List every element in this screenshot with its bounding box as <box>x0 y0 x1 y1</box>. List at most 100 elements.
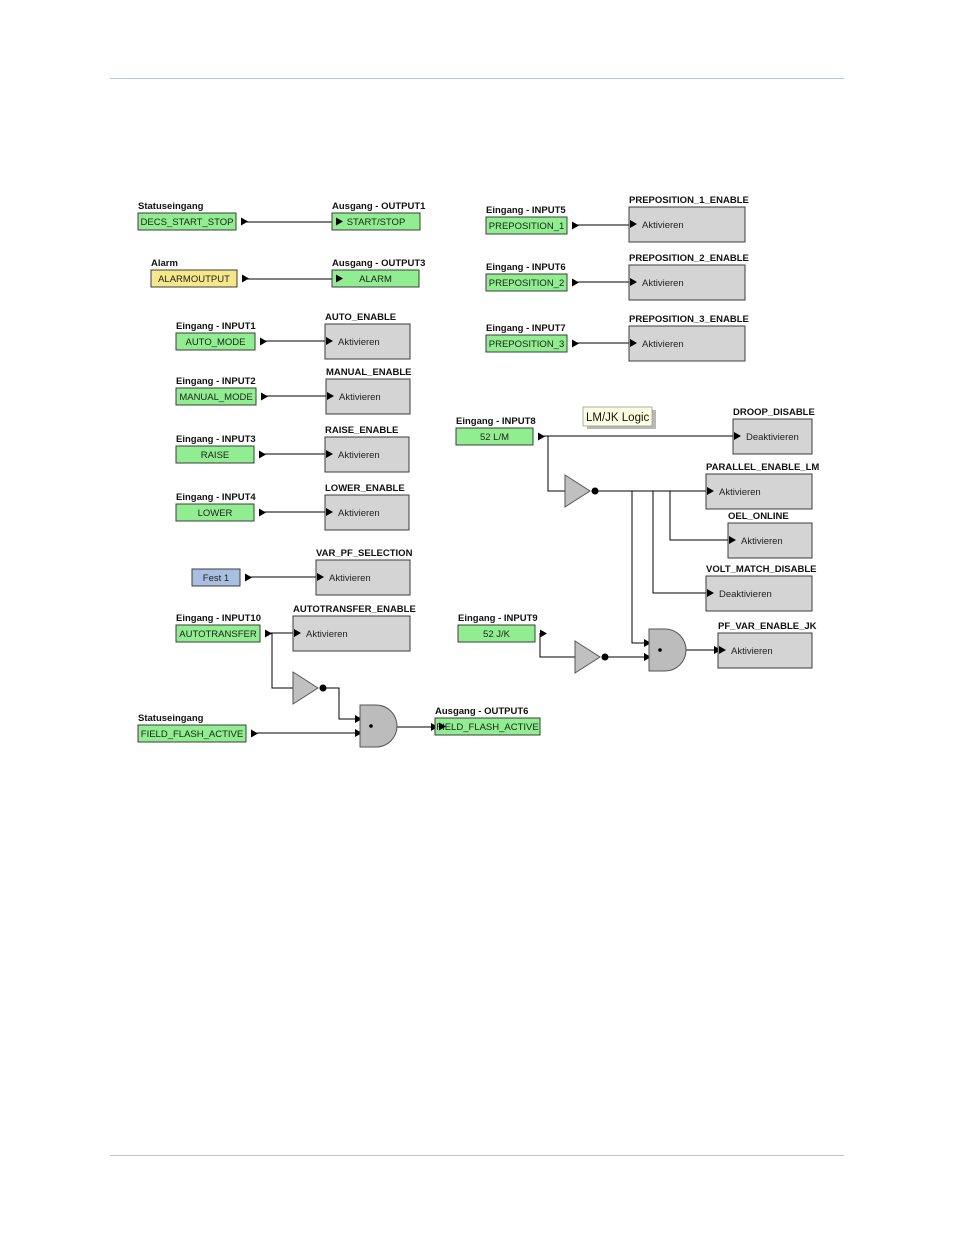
tooltip-box <box>582 406 653 427</box>
input-port-arrow <box>734 432 741 440</box>
input-text: 52 J/K <box>483 629 511 640</box>
input-port-arrow <box>439 722 446 731</box>
input-text: AUTOTRANSFER <box>179 629 257 640</box>
junction-dot <box>601 653 609 661</box>
output-text: START/STOP <box>347 217 406 228</box>
function-title: PARALLEL_ENABLE_LM <box>706 462 819 473</box>
function-box <box>628 206 746 243</box>
input-text: Fest 1 <box>203 573 229 584</box>
not-gate[interactable] <box>292 671 319 705</box>
function-box <box>732 418 813 455</box>
input-text: RAISE <box>201 450 230 461</box>
input-port-arrow <box>336 217 343 226</box>
output-port-arrow <box>540 629 547 638</box>
function-text: Aktivieren <box>731 646 773 657</box>
bottom-rule <box>110 1155 844 1156</box>
input-box <box>150 269 238 288</box>
and-gate[interactable] <box>359 704 398 748</box>
wire <box>271 633 293 689</box>
input-box <box>485 334 568 353</box>
input-box <box>191 568 241 587</box>
input-port-arrow <box>327 392 334 400</box>
output-port-arrow <box>245 573 252 582</box>
wire <box>323 687 360 720</box>
and-gate-body <box>648 628 687 672</box>
function-box <box>324 436 410 473</box>
junction-dot <box>319 684 327 692</box>
input-box <box>455 427 534 446</box>
function-text: Deaktivieren <box>719 589 772 600</box>
input-port-arrow <box>630 278 637 286</box>
input-port-arrow <box>317 573 324 581</box>
function-title: VAR_PF_SELECTION <box>316 548 413 559</box>
input-label: Statuseingang <box>138 201 204 212</box>
junction-dot <box>591 487 599 495</box>
input-block[interactable]: Fest 1 <box>191 568 252 587</box>
tooltip: LM/JK Logic <box>582 406 656 429</box>
input-port-arrow <box>326 450 333 458</box>
not-gate[interactable] <box>574 640 601 674</box>
output-port-arrow <box>242 274 249 283</box>
input-port-arrow <box>326 508 333 516</box>
output-box <box>434 717 541 736</box>
not-gate-body <box>292 671 319 705</box>
output-port-arrow <box>265 629 272 638</box>
function-title: DROOP_DISABLE <box>733 407 815 418</box>
input-box <box>137 212 237 231</box>
output-label: Ausgang - OUTPUT6 <box>435 706 528 717</box>
input-port-arrow <box>729 536 736 544</box>
wire-arrow <box>355 715 362 723</box>
output-text: ALARM <box>359 274 392 285</box>
function-title: VOLT_MATCH_DISABLE <box>706 564 816 575</box>
input-box <box>457 624 536 643</box>
function-title: LOWER_ENABLE <box>325 483 405 494</box>
function-block[interactable]: VOLT_MATCH_DISABLE Deaktivieren <box>705 564 816 612</box>
input-label: Eingang - INPUT2 <box>176 376 256 387</box>
function-box <box>628 325 746 362</box>
input-box <box>175 387 257 406</box>
function-box <box>705 473 813 510</box>
input-box <box>175 624 261 643</box>
and-gate[interactable] <box>648 628 687 672</box>
function-box <box>717 632 813 669</box>
function-box <box>324 494 410 531</box>
input-box <box>175 503 255 522</box>
function-title: PREPOSITION_1_ENABLE <box>629 195 749 206</box>
function-text: Aktivieren <box>338 450 380 461</box>
input-box <box>485 273 568 292</box>
input-box <box>175 332 256 351</box>
not-gate[interactable] <box>564 474 591 508</box>
wire-arrow <box>355 729 362 737</box>
function-title: PREPOSITION_2_ENABLE <box>629 253 749 264</box>
input-text: PREPOSITION_2 <box>489 278 565 289</box>
